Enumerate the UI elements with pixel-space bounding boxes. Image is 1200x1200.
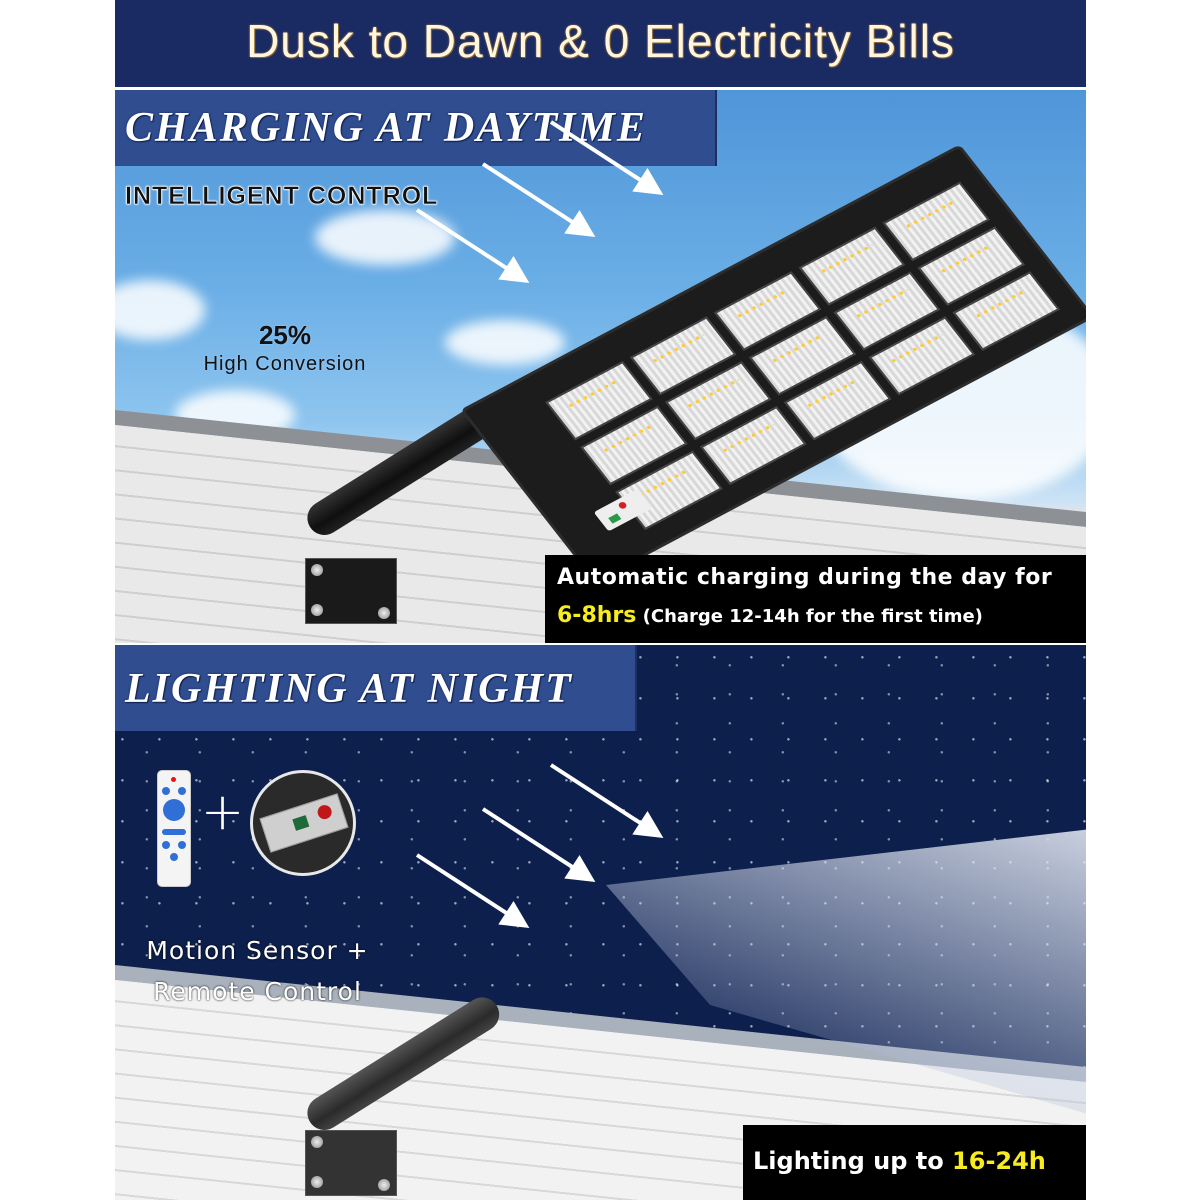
sensor-plate: [259, 793, 349, 853]
header-banner: Dusk to Dawn & 0 Electricity Bills: [115, 0, 1086, 90]
cloud: [115, 280, 205, 340]
bolt-icon: [378, 607, 390, 619]
first-charge-note: (Charge 12-14h for the first time): [636, 606, 983, 627]
night-section-title: LIGHTING AT NIGHT: [125, 666, 573, 712]
plus-icon: +: [200, 782, 245, 842]
remote-button-icon: [178, 841, 186, 849]
remote-button-icon: [162, 841, 170, 849]
day-section-title: CHARGING AT DAYTIME: [125, 105, 647, 151]
lighting-hours: 16-24h: [952, 1147, 1046, 1175]
nighttime-panel: LIGHTING AT NIGHT + Motion Sensor + Remo…: [115, 645, 1086, 1200]
charging-hours: 6-8hrs: [557, 603, 637, 628]
night-section-banner: LIGHTING AT NIGHT: [115, 645, 637, 731]
remote-button-icon: [170, 853, 178, 861]
feature-label: Motion Sensor + Remote Control: [125, 930, 390, 1012]
wall-bracket: [305, 1130, 397, 1196]
arrow-icon: [549, 763, 653, 833]
bolt-icon: [311, 1136, 323, 1148]
cloud: [445, 320, 565, 365]
feature-label-line1: Motion Sensor +: [146, 936, 369, 965]
lighting-callout-text: Lighting up to 16-24h: [753, 1147, 1046, 1175]
conversion-value: 25%: [258, 320, 312, 350]
day-section-banner: CHARGING AT DAYTIME: [115, 90, 717, 166]
conversion-label: High Conversion: [203, 353, 367, 375]
product-infographic: Dusk to Dawn & 0 Electricity Bills CHARG…: [115, 0, 1086, 1200]
feature-label-line2: Remote Control: [153, 977, 362, 1006]
wall-bracket: [305, 558, 397, 624]
sun-arrow-icon: [481, 162, 585, 232]
bolt-icon: [311, 604, 323, 616]
lighting-prefix: Lighting up to: [753, 1147, 953, 1175]
bolt-icon: [311, 1176, 323, 1188]
charging-callout: Automatic charging during the day for 6-…: [545, 555, 1086, 643]
charging-callout-line2: 6-8hrs (Charge 12-14h for the first time…: [557, 603, 983, 628]
bolt-icon: [311, 564, 323, 576]
arrow-icon: [481, 807, 585, 877]
remote-dpad-icon: [163, 799, 185, 821]
bolt-icon: [378, 1179, 390, 1191]
remote-control-icon: [157, 770, 191, 887]
sensor-green-indicator: [292, 815, 310, 831]
page-title: Dusk to Dawn & 0 Electricity Bills: [246, 15, 955, 67]
remote-off-button-icon: [178, 787, 186, 795]
remote-on-button-icon: [162, 787, 170, 795]
remote-led: [171, 777, 176, 782]
motion-sensor-closeup-icon: [250, 770, 356, 876]
charging-callout-line1: Automatic charging during the day for: [557, 565, 1053, 590]
sensor-red-button: [315, 803, 334, 821]
arrow-icon: [415, 853, 519, 923]
remote-auto-button-icon: [162, 829, 186, 835]
lighting-callout: Lighting up to 16-24h: [743, 1125, 1086, 1200]
conversion-stat: 25% High Conversion: [190, 320, 380, 376]
daytime-panel: CHARGING AT DAYTIME INTELLIGENT CONTROL …: [115, 90, 1086, 643]
intelligent-control-label: INTELLIGENT CONTROL: [125, 182, 439, 211]
